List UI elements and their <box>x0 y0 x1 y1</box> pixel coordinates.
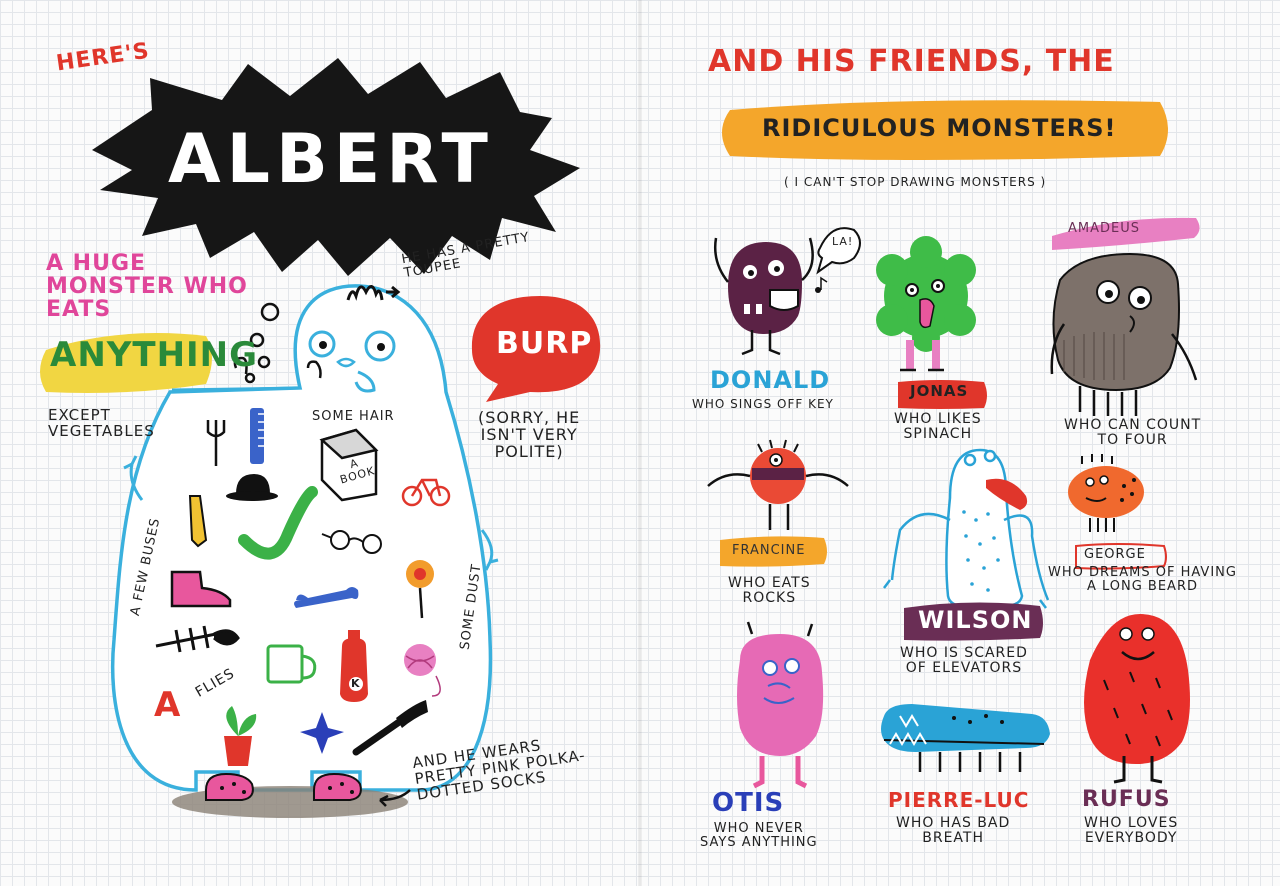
snake-icon <box>238 486 318 560</box>
book-gutter <box>638 0 642 886</box>
burp-label: BURP <box>496 326 593 361</box>
plant-pot-icon <box>224 706 257 766</box>
sorry-label: (SORRY, HE ISN'T VERY POLITE) <box>478 408 581 461</box>
socks-arrow <box>379 789 411 807</box>
aside-note: ( I CAN'T STOP DRAWING MONSTERS ) <box>784 175 1047 189</box>
wilson-beak <box>986 478 1028 510</box>
wilson-tag <box>904 602 1043 641</box>
albert-title-burst <box>92 58 580 276</box>
some-hair-label: SOME HAIR <box>312 409 395 424</box>
albert-body <box>110 284 493 792</box>
pierre-luc-monster <box>881 704 1050 772</box>
pierre-luc-name: PIERRE-LUC <box>888 788 1030 812</box>
pencil-icon <box>188 495 208 548</box>
albert-title: ALBERT <box>168 120 494 199</box>
burp-bubble <box>471 296 601 402</box>
ketchup-k: K <box>351 677 361 690</box>
star-icon <box>300 712 344 754</box>
jonas-desc: WHO LIKES SPINACH <box>894 411 982 442</box>
amadeus-name: AMADEUS <box>1068 221 1140 236</box>
jonas-monster <box>876 236 976 372</box>
anything-label: ANYTHING <box>50 335 259 375</box>
george-monster <box>1068 454 1144 532</box>
francine-monster <box>707 439 849 530</box>
jonas-name: JONAS <box>910 382 969 400</box>
wilson-dots <box>962 510 1000 592</box>
anything-highlight <box>40 333 212 393</box>
hockey-stick-icon <box>352 716 406 756</box>
george-tag <box>1075 543 1167 570</box>
yarn-ball-icon <box>404 644 441 697</box>
wilson-desc: WHO IS SCARED OF ELEVATORS <box>900 645 1028 676</box>
boot-icon <box>170 570 232 608</box>
flower-icon <box>406 560 434 619</box>
otis-monster <box>737 621 824 789</box>
otis-desc: WHO NEVER SAYS ANYTHING <box>700 821 818 850</box>
music-note-icon <box>815 276 828 293</box>
fork-icon <box>206 420 226 466</box>
bicycle-icon <box>401 478 451 507</box>
albert-left-arm <box>123 455 144 501</box>
pink-socks <box>205 772 362 801</box>
toupee <box>346 285 401 301</box>
george-name: GEORGE <box>1084 547 1146 562</box>
francine-name: FRANCINE <box>732 543 806 558</box>
donald-name: DONALD <box>710 366 831 394</box>
amadeus-desc: WHO CAN COUNT TO FOUR <box>1064 417 1202 448</box>
george-desc: WHO DREAMS OF HAVING A LONG BEARD <box>1048 565 1237 594</box>
banner-highlight <box>722 100 1168 160</box>
mug-icon <box>266 644 317 684</box>
rufus-monster <box>1084 614 1190 784</box>
ridiculous-monsters-banner: RIDICULOUS MONSTERS! <box>762 114 1117 142</box>
glasses-icon <box>321 530 382 554</box>
francine-desc: WHO EATS ROCKS <box>728 575 811 606</box>
francine-tag <box>720 536 827 567</box>
la-speech-bubble <box>816 227 861 275</box>
letter-a: A <box>154 685 182 725</box>
amadeus-tag <box>1052 217 1200 250</box>
comb-icon <box>250 408 266 464</box>
tagline: A HUGE MONSTER WHO EATS <box>46 251 248 323</box>
amadeus-monster <box>1050 252 1198 416</box>
ketchup-icon <box>340 630 368 702</box>
thought-bubbles <box>244 302 280 384</box>
pierre-luc-desc: WHO HAS BAD BREATH <box>896 815 1011 846</box>
book-icon <box>319 428 379 502</box>
rufus-desc: WHO LOVES EVERYBODY <box>1084 815 1179 846</box>
bone-icon <box>294 587 359 608</box>
friends-intro: AND HIS FRIENDS, THE <box>708 44 1115 79</box>
albert-face <box>233 330 396 393</box>
donald-desc: WHO SINGS OFF KEY <box>692 397 834 411</box>
hockey-blade <box>396 700 428 728</box>
except-label: EXCEPT VEGETABLES <box>48 406 155 440</box>
bowler-hat-icon <box>226 474 278 501</box>
jonas-tag <box>898 380 987 409</box>
fishbone-icon <box>155 625 240 653</box>
wilson-name: WILSON <box>918 606 1033 634</box>
la-label: LA! <box>832 235 854 248</box>
rufus-name: RUFUS <box>1082 787 1171 812</box>
albert-right-arm <box>480 529 499 571</box>
otis-name: OTIS <box>712 788 785 818</box>
donald-monster <box>714 237 814 356</box>
